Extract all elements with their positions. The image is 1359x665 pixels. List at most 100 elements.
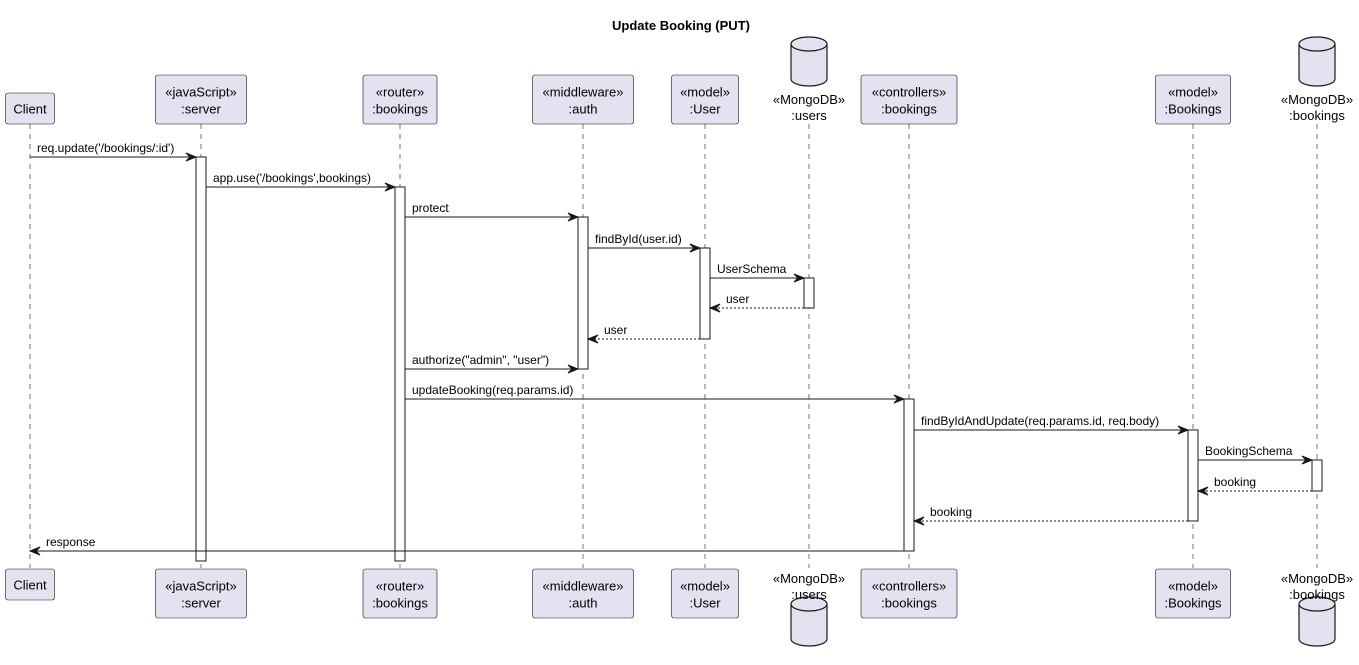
arrowhead	[586, 334, 599, 344]
participant-stereotype: «MongoDB»	[773, 571, 845, 586]
message-label: protect	[412, 201, 449, 215]
activation-bar-user-model	[699, 247, 711, 340]
message-label: BookingSchema	[1205, 444, 1293, 458]
message-label: booking	[1214, 475, 1256, 489]
participant-bookings-db-bottom: «MongoDB»:bookings	[1281, 571, 1353, 647]
arrowhead	[893, 394, 906, 404]
message-label: user	[726, 292, 749, 306]
participant-stereotype: «controllers»	[872, 85, 946, 100]
message-label: user	[604, 323, 627, 337]
message-10: findByIdAndUpdate(req.params.id, req.bod…	[914, 414, 1190, 435]
messages: req.update('/bookings/:id') app.use('/boo…	[28, 141, 1314, 556]
participant-stereotype: «javaScript»	[165, 85, 237, 100]
arrowhead	[912, 516, 925, 526]
participant-bookings-model-bottom: «model» :Bookings	[1155, 568, 1231, 619]
activation-bar-router	[394, 186, 406, 562]
message-label: findById(user.id)	[595, 232, 682, 246]
participant-stereotype: «controllers»	[872, 579, 946, 594]
participant-router-bottom: «router» :bookings	[362, 568, 438, 619]
participant-client-bottom: Client	[5, 568, 55, 601]
database-rim	[790, 603, 828, 612]
participant-box	[671, 74, 739, 125]
message-6: user	[708, 292, 804, 313]
message-5: UserSchema	[710, 262, 806, 283]
participant-box	[362, 568, 438, 619]
diagram-title: Update Booking (PUT)	[612, 18, 750, 33]
participant-stereotype: «model»	[1168, 85, 1218, 100]
participant-stereotype: «middleware»	[543, 85, 624, 100]
participant-name: :bookings	[372, 596, 428, 611]
participant-name: Client	[13, 102, 47, 117]
participant-stereotype: «model»	[1168, 579, 1218, 594]
participant-stereotype: «MongoDB»	[773, 92, 845, 107]
arrowhead	[567, 212, 580, 222]
participant-stereotype: «MongoDB»	[1281, 92, 1353, 107]
participant-users-db-top: «MongoDB»:users	[773, 36, 845, 123]
message-1: req.update('/bookings/:id')	[30, 141, 198, 162]
participant-users-db-bottom: «MongoDB»:users	[773, 571, 845, 647]
participant-stereotype: «model»	[680, 579, 730, 594]
participant-controller-bottom: «controllers» :bookings	[860, 568, 958, 619]
activation-bar-server	[195, 156, 207, 562]
message-label: updateBooking(req.params.id)	[412, 383, 573, 397]
participant-controller-top: «controllers» :bookings	[860, 74, 958, 125]
arrowhead	[1301, 455, 1314, 465]
lifelines	[29, 124, 1318, 568]
message-9: updateBooking(req.params.id)	[405, 383, 906, 404]
message-12: booking	[1196, 475, 1312, 496]
message-label: UserSchema	[717, 262, 787, 276]
participant-name: :bookings	[1289, 587, 1345, 602]
message-3: protect	[405, 201, 580, 222]
participant-box	[860, 568, 958, 619]
participant-server-bottom: «javaScript»:server	[155, 568, 247, 619]
participant-user-model-bottom: «model»:User	[671, 568, 739, 619]
message-7: user	[586, 323, 700, 344]
participant-stereotype: «MongoDB»	[1281, 571, 1353, 586]
participant-name: :bookings	[1289, 108, 1345, 123]
arrowhead	[689, 243, 702, 253]
participant-stereotype: «middleware»	[543, 579, 624, 594]
participant-name: :bookings	[881, 596, 937, 611]
participant-name: :users	[791, 587, 827, 602]
participant-stereotype: «router»	[376, 85, 424, 100]
participant-bookings-db-top: «MongoDB»:bookings	[1281, 36, 1353, 123]
message-4: findById(user.id)	[588, 232, 702, 253]
message-label: findByIdAndUpdate(req.params.id, req.bod…	[921, 414, 1159, 428]
participant-name: :users	[791, 108, 827, 123]
participant-box	[155, 568, 247, 619]
participant-stereotype: «model»	[680, 85, 730, 100]
participant-auth-bottom: «middleware»:auth	[532, 568, 634, 619]
arrowhead	[1196, 486, 1209, 496]
message-label: booking	[930, 505, 972, 519]
participant-name: :auth	[569, 102, 598, 117]
participant-user-model-top: «model» :User	[671, 74, 739, 125]
participant-box	[5, 92, 55, 125]
arrowhead	[185, 152, 198, 162]
message-label: app.use('/bookings',bookings)	[213, 171, 371, 185]
message-8: authorize("admin", "user")	[405, 353, 580, 374]
arrowhead	[28, 546, 41, 556]
participant-router-top: «router»:bookings	[362, 74, 438, 125]
participant-name: :User	[689, 102, 721, 117]
message-label: req.update('/bookings/:id')	[37, 141, 174, 155]
message-2: app.use('/bookings',bookings)	[206, 171, 397, 192]
database-rim	[1298, 43, 1336, 52]
participants: ClientClient«javaScript»:server«javaScri…	[5, 36, 1353, 647]
participant-box	[1155, 568, 1231, 619]
participant-name: :bookings	[881, 102, 937, 117]
message-label: response	[46, 535, 96, 549]
database-rim	[1298, 603, 1336, 612]
participant-name: :Bookings	[1164, 596, 1222, 611]
participant-name: :server	[181, 102, 221, 117]
activation-bars	[195, 156, 1323, 562]
participant-client-top: Client	[5, 92, 55, 125]
participant-box	[5, 568, 55, 601]
message-14: response	[28, 535, 904, 556]
message-11: BookingSchema	[1198, 444, 1314, 465]
arrowhead	[567, 364, 580, 374]
participant-auth-top: «middleware» :auth	[532, 74, 634, 125]
activation-bar-users-db	[803, 277, 815, 309]
participant-box	[671, 568, 739, 619]
participant-stereotype: «router»	[376, 579, 424, 594]
